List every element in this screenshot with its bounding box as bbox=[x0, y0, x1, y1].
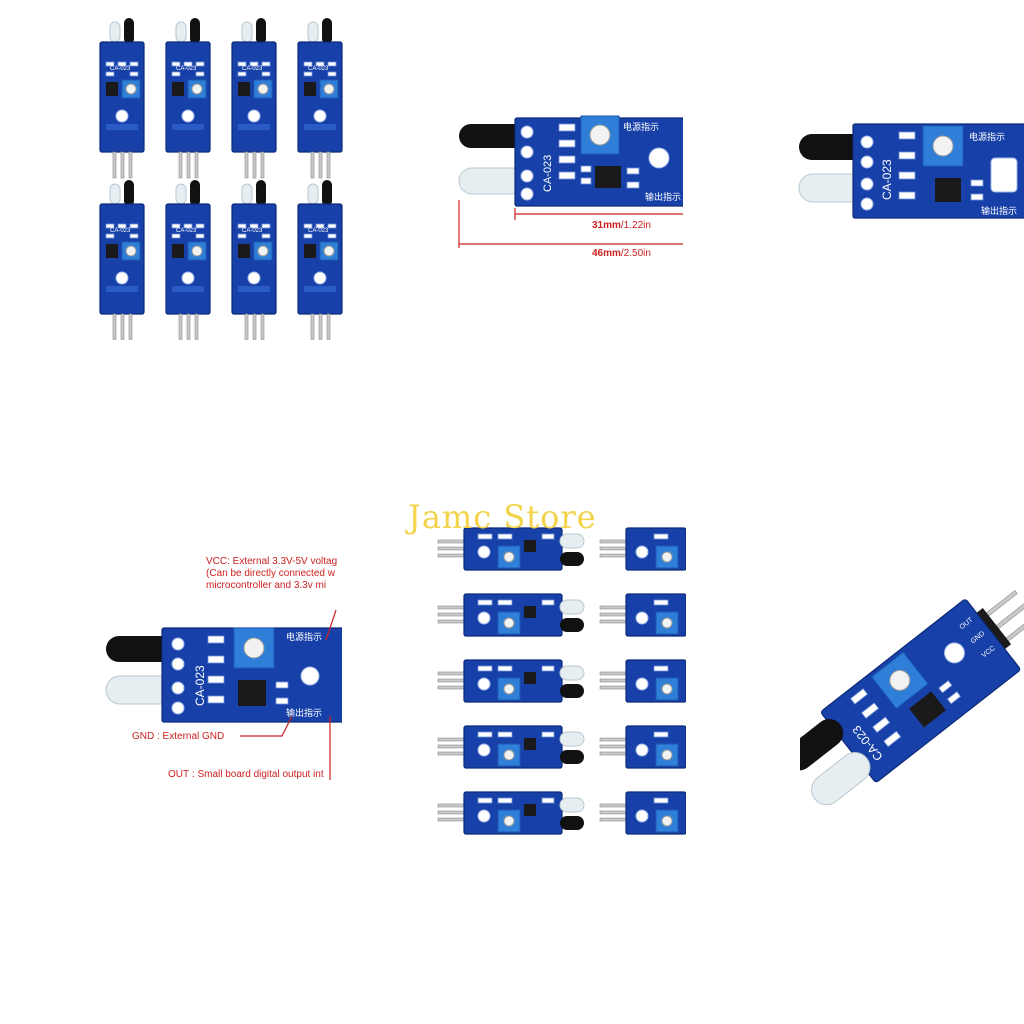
pcb-label: CA-023 bbox=[880, 159, 894, 200]
ten-module-photo bbox=[437, 527, 686, 835]
angled-module-photo: CA-023 OUT GND VCC bbox=[800, 590, 1024, 806]
module-10 bbox=[599, 791, 686, 835]
module-4 bbox=[297, 17, 343, 179]
module-4 bbox=[437, 725, 585, 769]
store-watermark: Jamc Store bbox=[408, 498, 597, 536]
output-indicator-label: 输出指示 bbox=[286, 707, 322, 718]
pcb-label: CA-023 bbox=[242, 66, 263, 72]
pcb-label: CA-023 bbox=[308, 66, 329, 72]
module-2 bbox=[437, 593, 585, 637]
power-indicator-label: 电源指示 bbox=[969, 131, 1005, 142]
module-8 bbox=[599, 659, 686, 703]
gnd-annotation: GND : External GND bbox=[132, 731, 225, 742]
module-7 bbox=[599, 593, 686, 637]
module-3 bbox=[437, 659, 585, 703]
pcb-label: CA-023 bbox=[308, 228, 329, 234]
width-in: /1.22in bbox=[620, 220, 651, 231]
width-dimension-label: 31mm/1.22in bbox=[592, 220, 651, 231]
dimension-photo: CA-023 电源指示 输出指示 bbox=[458, 115, 683, 248]
comparator-chip bbox=[595, 166, 621, 188]
vcc-annotation: VCC: External 3.3V-5V voltag (Can be dir… bbox=[206, 556, 342, 592]
pcb-label: CA-023 bbox=[542, 155, 554, 192]
eight-module-photo: CA-023 CA-023 CA-023 CA-023 CA-023 CA-02… bbox=[99, 17, 343, 340]
module-7 bbox=[231, 179, 277, 340]
module-1 bbox=[99, 17, 145, 179]
module-8 bbox=[297, 179, 343, 340]
pcb-label: CA-023 bbox=[193, 665, 207, 706]
tile-angled: CA-023 OUT GND VCC bbox=[800, 560, 1024, 820]
power-indicator-label: 电源指示 bbox=[623, 121, 659, 132]
pinout-photo: CA-023 电源指示 输出指示 bbox=[105, 609, 342, 780]
module-6 bbox=[599, 527, 686, 571]
module-3 bbox=[231, 17, 277, 179]
tile-dimensions: CA-023 电源指示 输出指示 31mm/1.22in 46mm/2.50in bbox=[455, 110, 683, 270]
tile-ten-pack bbox=[432, 520, 686, 840]
pcb-label: CA-023 bbox=[242, 228, 263, 234]
tile-eight-pack: CA-023 CA-023 CA-023 CA-023 CA-023 CA-02… bbox=[80, 0, 370, 340]
ir-receiver-led bbox=[459, 124, 525, 148]
module-5 bbox=[437, 791, 585, 835]
power-indicator-label: 电源指示 bbox=[286, 631, 322, 642]
length-in: /2.50in bbox=[620, 248, 651, 259]
out-annotation: OUT : Small board digital output int bbox=[168, 769, 324, 780]
length-mm: 46mm bbox=[592, 248, 621, 259]
vcc-line-3: microcontroller and 3.3v mi bbox=[206, 580, 327, 591]
closeup-photo: CA-023 电源指示 输出指示 bbox=[798, 123, 1024, 219]
pcb-label: CA-023 bbox=[176, 228, 197, 234]
vcc-line-2: (Can be directly connected w bbox=[206, 568, 335, 579]
output-indicator-label: 输出指示 bbox=[981, 205, 1017, 216]
pcb-label: CA-023 bbox=[176, 66, 197, 72]
module-2 bbox=[165, 17, 211, 179]
output-indicator-label: 输出指示 bbox=[645, 191, 681, 202]
tile-closeup: CA-023 电源指示 输出指示 bbox=[795, 118, 1024, 224]
width-mm: 31mm bbox=[592, 220, 621, 231]
length-dimension-label: 46mm/2.50in bbox=[592, 248, 651, 259]
tile-pinout: CA-023 电源指示 输出指示 VCC: External 3.3V-5V v… bbox=[100, 548, 342, 788]
pcb-label: CA-023 bbox=[110, 66, 131, 72]
pcb-label: CA-023 bbox=[110, 228, 131, 234]
module-6 bbox=[165, 179, 211, 340]
module-9 bbox=[599, 725, 686, 769]
module-5 bbox=[99, 179, 145, 340]
vcc-line-1: VCC: External 3.3V-5V voltag bbox=[206, 556, 338, 567]
